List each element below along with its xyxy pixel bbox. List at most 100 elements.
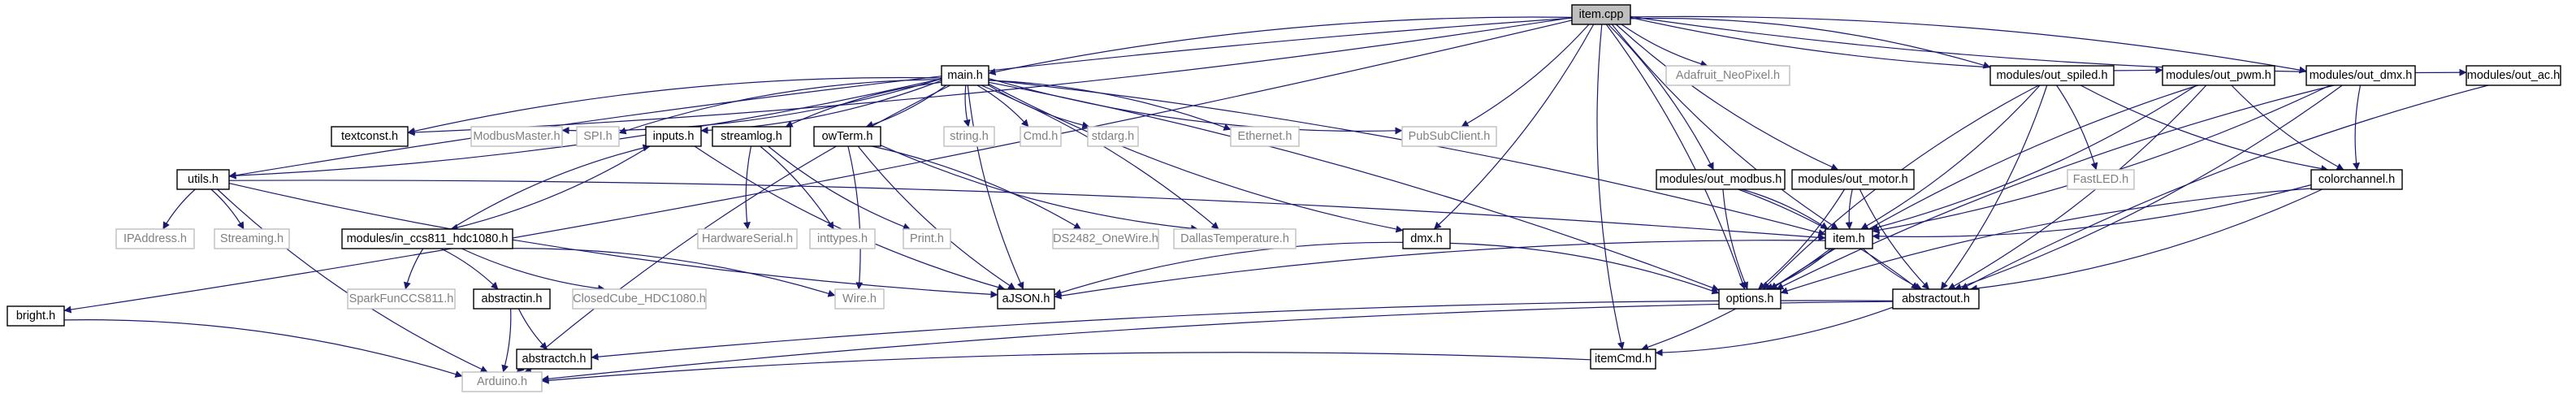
node-label: ModbusMaster.h xyxy=(473,130,560,143)
node-box xyxy=(576,126,620,147)
node-out-modbus-h[interactable]: modules/out_modbus.h xyxy=(1656,169,1786,190)
node-out-motor-h[interactable]: modules/out_motor.h xyxy=(1791,169,1915,190)
edge-item_cpp-to-out_ac_h xyxy=(1630,15,2467,76)
edge-main_h-to-item_h xyxy=(988,79,1826,236)
node-ethernet-h[interactable]: Ethernet.h xyxy=(1230,126,1300,147)
node-itemcmd-h[interactable]: itemCmd.h xyxy=(1590,349,1656,370)
edge-out_motor_h-to-options_h xyxy=(1758,188,1846,290)
node-box xyxy=(341,228,513,249)
edge-streamlog_h-to-print_h xyxy=(768,145,911,231)
node-modbusmaster-h[interactable]: ModbusMaster.h xyxy=(470,126,563,147)
edge-abstractout_h-to-arduino_h xyxy=(541,301,1894,383)
node-closedcube-h[interactable]: ClosedCube_HDC1080.h xyxy=(572,288,707,310)
node-box xyxy=(2162,65,2275,86)
edge-item_cpp-to-out_motor_h xyxy=(1615,24,1839,171)
node-adafruit-h[interactable]: Adafruit_NeoPixel.h xyxy=(1665,65,1790,86)
node-hardwareserial-h[interactable]: HardwareSerial.h xyxy=(697,228,798,249)
node-abstractch-h[interactable]: abstractch.h xyxy=(516,349,592,370)
edge-out_motor_h-to-abstractout_h xyxy=(1859,188,1930,290)
edge-out_spiled_h-to-abstractout_h xyxy=(1940,84,2048,290)
edge-main_h-to-spi_h xyxy=(618,79,942,135)
node-string-h[interactable]: string.h xyxy=(943,126,995,147)
node-wire-h[interactable]: Wire.h xyxy=(834,288,885,310)
node-colorchannel-h[interactable]: colorchannel.h xyxy=(2310,169,2403,190)
node-ajson-h[interactable]: aJSON.h xyxy=(997,288,1055,310)
node-label: item.cpp xyxy=(1579,8,1624,21)
node-out-pwm-h[interactable]: modules/out_pwm.h xyxy=(2162,65,2275,86)
node-dmx-h[interactable]: dmx.h xyxy=(1402,228,1451,249)
node-cmd-h[interactable]: Cmd.h xyxy=(1020,126,1062,147)
node-label: abstractch.h xyxy=(522,353,587,366)
node-inttypes-h[interactable]: inttypes.h xyxy=(809,228,876,249)
edge-main_h-to-modbusmaster_h xyxy=(561,78,942,135)
node-box xyxy=(1173,228,1297,249)
node-ipaddress-h[interactable]: IPAddress.h xyxy=(115,228,195,249)
node-streaming-h[interactable]: Streaming.h xyxy=(214,228,290,249)
node-label: IPAddress.h xyxy=(123,232,187,245)
node-pubsubclient-h[interactable]: PubSubClient.h xyxy=(1401,126,1497,147)
node-box xyxy=(1020,126,1062,147)
node-box xyxy=(6,305,65,327)
node-inputs-h[interactable]: inputs.h xyxy=(645,126,702,147)
node-label: stdarg.h xyxy=(1092,130,1134,143)
node-options-h[interactable]: options.h xyxy=(1718,288,1782,310)
edge-inputs_h-to-ajson_h xyxy=(694,145,1006,292)
edge-item_cpp-to-out_modbus_h xyxy=(1608,24,1714,171)
edge-item_cpp-to-pubsubclient_h xyxy=(1461,24,1590,128)
edge-item_cpp-to-out_dmx_h xyxy=(1630,15,2307,74)
node-print-h[interactable]: Print.h xyxy=(903,228,951,249)
edge-item_cpp-to-itemcmd_h xyxy=(1596,24,1625,350)
node-utils-h[interactable]: utils.h xyxy=(176,169,230,190)
edge-main_h-to-ajson_h xyxy=(967,84,1024,290)
node-box xyxy=(1825,228,1873,249)
edge-main_h-to-ethernet_h xyxy=(988,80,1232,131)
node-bright-h[interactable]: bright.h xyxy=(6,305,65,327)
node-out-dmx-h[interactable]: modules/out_dmx.h xyxy=(2305,65,2416,86)
node-out-spiled-h[interactable]: modules/out_spiled.h xyxy=(1989,65,2115,86)
node-label: utils.h xyxy=(188,173,219,186)
node-item-cpp[interactable]: item.cpp xyxy=(1571,4,1631,25)
node-out-ac-h[interactable]: modules/out_ac.h xyxy=(2466,65,2561,86)
edge-item_cpp-to-dmx_h xyxy=(1433,24,1595,230)
node-box xyxy=(941,65,989,86)
node-spi-h[interactable]: SPI.h xyxy=(576,126,620,147)
edge-out_dmx_h-to-options_h xyxy=(1776,84,2335,290)
edge-out_dmx_h-to-abstractout_h xyxy=(1954,84,2343,291)
node-item-h[interactable]: item.h xyxy=(1825,228,1873,249)
node-label: dmx.h xyxy=(1410,232,1443,245)
edge-utils_h-to-arduino_h xyxy=(217,188,488,373)
node-stdarg-h[interactable]: stdarg.h xyxy=(1087,126,1139,147)
node-dallas-h[interactable]: DallasTemperature.h xyxy=(1173,228,1297,249)
node-arduino-h[interactable]: Arduino.h xyxy=(461,371,543,392)
edge-in_ccs811_h-to-wire_h xyxy=(497,248,836,297)
node-box xyxy=(470,126,563,147)
node-box xyxy=(1718,288,1782,310)
node-box xyxy=(331,126,409,147)
node-ds2482-h[interactable]: DS2482_OneWire.h xyxy=(1052,228,1159,249)
node-textconst-h[interactable]: textconst.h xyxy=(331,126,409,147)
node-fastled-h[interactable]: FastLED.h xyxy=(2067,169,2135,190)
node-label: modules/in_ccs811_hdc1080.h xyxy=(347,232,509,245)
node-owterm-h[interactable]: owTerm.h xyxy=(813,126,881,147)
node-label: Ethernet.h xyxy=(1238,130,1292,143)
edge-item_cpp-to-main_h xyxy=(988,16,1573,76)
edge-utils_h-to-item_h xyxy=(228,180,1826,241)
edge-item_h-to-abstractout_h xyxy=(1862,248,1923,290)
node-streamlog-h[interactable]: streamlog.h xyxy=(712,126,791,147)
node-in-ccs811-h[interactable]: modules/in_ccs811_hdc1080.h xyxy=(341,228,513,249)
node-box xyxy=(1402,228,1451,249)
node-box xyxy=(1087,126,1139,147)
edge-abstractout_h-to-abstractch_h xyxy=(591,300,1894,361)
node-label: Wire.h xyxy=(842,292,877,305)
edge-utils_h-to-streaming_h xyxy=(210,188,245,230)
edge-out_dmx_h-to-colorchannel_h xyxy=(2353,84,2362,171)
edge-out_pwm_h-to-colorchannel_h xyxy=(2231,84,2344,171)
node-sparkfun-h[interactable]: SparkFunCCS811.h xyxy=(347,288,456,310)
node-label: aJSON.h xyxy=(1002,292,1050,305)
edge-main_h-to-arduino_h xyxy=(516,84,951,373)
node-label: Adafruit_NeoPixel.h xyxy=(1676,69,1780,82)
node-main-h[interactable]: main.h xyxy=(941,65,989,86)
node-abstractin-h[interactable]: abstractin.h xyxy=(473,288,551,310)
node-abstractout-h[interactable]: abstractout.h xyxy=(1892,288,1980,310)
node-box xyxy=(943,126,995,147)
